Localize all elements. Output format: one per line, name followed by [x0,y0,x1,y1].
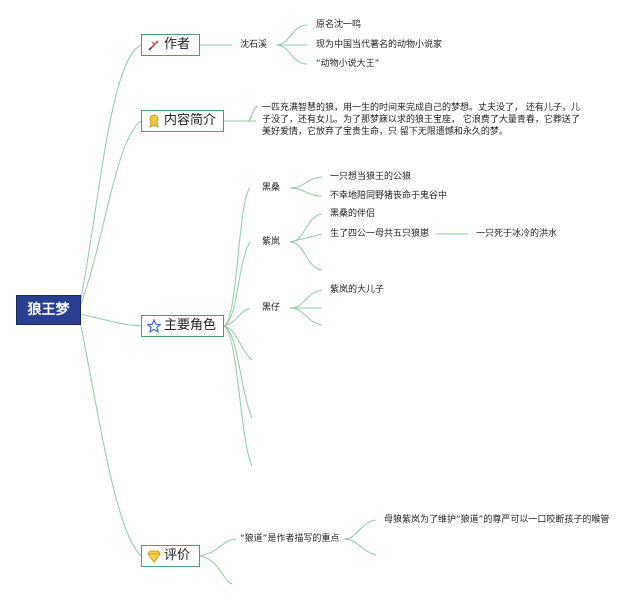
review-detail[interactable]: 母狼紫岚为了维护“狼道”的尊严可以一口咬断孩子的喉管 [384,515,610,525]
branch-summary[interactable]: 内容简介 [141,110,224,132]
author-detail-1[interactable]: 原名沈一鸣 [316,20,362,30]
summary-text[interactable]: 一匹充满智慧的狼，用一生的时间来完成自己的梦想。丈夫没了， 还有儿子，儿子没了，… [262,103,580,137]
zilan-detail-2[interactable]: 生了四公一母共五只狼崽 [330,229,430,239]
branch-characters[interactable]: 主要角色 [141,315,224,337]
star-icon [147,319,161,333]
character-heisang[interactable]: 黑桑 [262,183,281,193]
medal-icon [149,114,159,128]
branch-characters-label: 主要角色 [164,318,217,333]
character-heizai[interactable]: 黑仔 [262,303,281,313]
character-zilan[interactable]: 紫岚 [262,237,281,247]
diamond-icon [147,550,161,563]
author-detail-3[interactable]: “动物小说大王” [316,59,380,69]
branch-review-label: 评价 [164,548,191,563]
author-detail-2[interactable]: 现为中国当代著名的动物小说家 [316,40,443,50]
heizai-detail-1[interactable]: 紫岚的大儿子 [330,285,385,295]
branch-author[interactable]: 作者 [141,34,200,56]
branch-summary-label: 内容简介 [164,113,217,128]
root-topic[interactable]: 狼王梦 [16,295,81,325]
review-point[interactable]: “狼道”是作者描写的重点 [240,534,340,544]
heisang-detail-2[interactable]: 不幸地陪同野猪丧命于鬼谷中 [330,191,448,201]
pen-icon [148,40,159,51]
author-name[interactable]: 沈石溪 [240,40,268,50]
heisang-detail-1[interactable]: 一只想当狼王的公狼 [330,172,412,182]
branch-review[interactable]: 评价 [141,545,200,567]
zilan-detail-1[interactable]: 黑桑的伴侣 [330,209,376,219]
branch-author-label: 作者 [164,37,191,52]
zilan-sub-detail[interactable]: 一只死于冰冷的洪水 [476,229,558,239]
